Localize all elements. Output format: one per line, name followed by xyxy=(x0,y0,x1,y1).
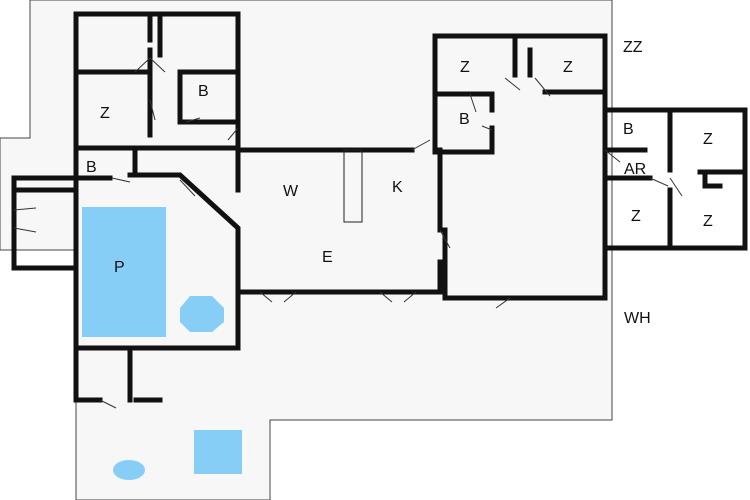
central-walls xyxy=(235,147,443,295)
pool xyxy=(82,207,166,337)
room-label-z2: Z xyxy=(460,59,470,76)
room-label-p: P xyxy=(114,259,125,276)
door-swings xyxy=(13,57,683,409)
outdoor-tub xyxy=(113,460,145,480)
room-label-wh: WH xyxy=(624,310,651,327)
room-label-w: W xyxy=(283,183,299,200)
east-wing-walls xyxy=(432,33,748,301)
room-label-b2: B xyxy=(86,159,97,176)
room-label-k: K xyxy=(392,179,403,196)
room-label-b4: B xyxy=(623,121,634,138)
room-label-b3: B xyxy=(459,111,470,128)
room-label-z5: Z xyxy=(631,208,641,225)
terrace-outline xyxy=(0,0,613,500)
room-label-e: E xyxy=(322,249,333,266)
room-labels: Z B B P W K E Z Z B B AR Z Z Z ZZ WH xyxy=(86,39,713,327)
plunge-pool xyxy=(194,430,242,474)
room-label-z4: Z xyxy=(703,131,713,148)
west-wing-walls xyxy=(11,11,241,403)
room-label-z6: Z xyxy=(703,213,713,230)
room-label-b1: B xyxy=(198,83,209,100)
room-label-ar: AR xyxy=(624,161,646,178)
hot-tub xyxy=(180,296,224,332)
room-label-zz: ZZ xyxy=(623,39,643,56)
room-label-z1: Z xyxy=(100,105,110,122)
room-label-z3: Z xyxy=(563,59,573,76)
